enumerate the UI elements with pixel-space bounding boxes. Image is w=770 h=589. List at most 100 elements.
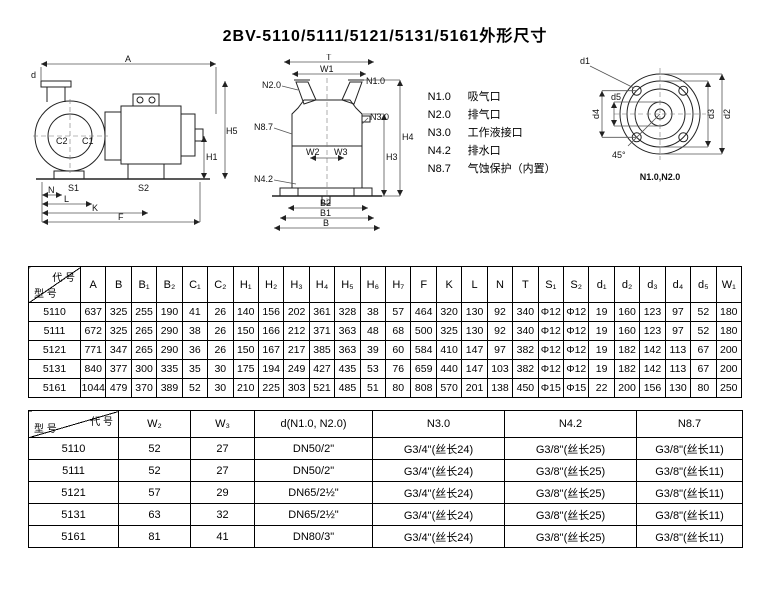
value-cell: 113 — [664, 359, 692, 379]
value-cell: 265 — [130, 340, 158, 360]
value-cell: 140 — [232, 302, 259, 322]
value-cell: 22 — [588, 378, 615, 398]
value-cell: 29 — [190, 481, 255, 504]
legend-label: 吸气口 — [467, 91, 501, 103]
value-cell: 210 — [232, 378, 259, 398]
value-cell: 320 — [435, 302, 463, 322]
value-cell: 27 — [190, 437, 255, 460]
dim-label-W1: W1 — [320, 64, 334, 74]
column-header: d₁ — [588, 266, 615, 303]
dim-label-H3: H3 — [386, 152, 398, 162]
value-cell: DN65/2½" — [254, 481, 373, 504]
value-cell: 479 — [105, 378, 132, 398]
pump-side-outline — [34, 80, 210, 180]
value-cell: 290 — [156, 321, 183, 341]
page-title: 2BV-5110/5111/5121/5131/5161外形尺寸 — [222, 28, 548, 45]
value-cell: 570 — [435, 378, 463, 398]
column-header: N8.7 — [636, 410, 743, 438]
dim-label-B: B — [323, 218, 329, 228]
value-cell: 57 — [385, 302, 412, 322]
column-header: W₂ — [118, 410, 191, 438]
value-cell: 30 — [207, 359, 234, 379]
model-cell: 5121 — [28, 340, 81, 360]
value-cell: G3/8"(丝长11) — [636, 481, 743, 504]
value-cell: Φ15 — [537, 378, 565, 398]
value-cell: G3/8"(丝长25) — [504, 437, 637, 460]
value-cell: 36 — [181, 340, 209, 360]
dimension-lines — [274, 59, 404, 231]
column-header: d₄ — [664, 266, 692, 303]
value-cell: 201 — [461, 378, 488, 398]
dim-label-L: L — [64, 194, 69, 204]
value-cell: 52 — [118, 437, 191, 460]
corner-header: 代 号 型 号 — [28, 266, 81, 303]
column-header: d₅ — [690, 266, 717, 303]
value-cell: 26 — [207, 302, 234, 322]
value-cell: Φ12 — [563, 359, 590, 379]
corner-bottom-label: 型 号 — [34, 424, 57, 435]
dim-label-A: A — [125, 54, 131, 64]
column-header: d₃ — [639, 266, 666, 303]
value-cell: 41 — [181, 302, 209, 322]
column-header: W₁ — [715, 266, 743, 303]
value-cell: 92 — [486, 321, 514, 341]
value-cell: 255 — [130, 302, 158, 322]
ports-label: N1.0,N2.0 — [640, 172, 681, 182]
model-cell: 5110 — [28, 302, 81, 322]
value-cell: DN50/2" — [254, 437, 373, 460]
corner-header: 代 号 型 号 — [28, 410, 119, 438]
dim-label-T: T — [326, 54, 332, 62]
dim-label-N: N — [48, 185, 55, 195]
value-cell: 156 — [639, 378, 666, 398]
column-header: L — [461, 266, 488, 303]
column-header: S₂ — [563, 266, 590, 303]
legend-label: 排水口 — [467, 145, 501, 157]
corner-bottom-label: 型 号 — [34, 289, 57, 300]
value-cell: 363 — [334, 321, 361, 341]
value-cell: 385 — [308, 340, 336, 360]
value-cell: 103 — [486, 359, 514, 379]
value-cell: 39 — [359, 340, 387, 360]
value-cell: 363 — [334, 340, 361, 360]
value-cell: 38 — [181, 321, 209, 341]
value-cell: 19 — [588, 340, 615, 360]
value-cell: 325 — [435, 321, 463, 341]
column-header: H₆ — [359, 266, 387, 303]
value-cell: G3/4"(丝长24) — [372, 525, 505, 548]
value-cell: 328 — [334, 302, 361, 322]
value-cell: 147 — [461, 340, 488, 360]
dim-label-S2: S2 — [138, 183, 149, 193]
centerlines — [33, 99, 108, 173]
column-header: H₇ — [385, 266, 412, 303]
centerlines — [613, 68, 706, 160]
pump-front-outline — [272, 79, 383, 205]
column-header: W₃ — [190, 410, 255, 438]
column-header: d(N1.0, N2.0) — [254, 410, 373, 438]
dim-label-H4: H4 — [402, 132, 414, 142]
model-cell: 5131 — [28, 503, 119, 526]
value-cell: 166 — [257, 321, 285, 341]
column-header: F — [410, 266, 437, 303]
dim-label-d5: d5 — [611, 92, 621, 102]
end-view-drawing: d1 d4 d5 d3 d2 45° N1.0,N2.0 — [580, 56, 732, 182]
value-cell: 113 — [664, 340, 692, 360]
value-cell: 68 — [385, 321, 412, 341]
value-cell: 435 — [334, 359, 361, 379]
corner-top-label: 代 号 — [90, 417, 113, 428]
value-cell: 464 — [410, 302, 437, 322]
value-cell: G3/8"(丝长25) — [504, 481, 637, 504]
value-cell: 200 — [613, 378, 641, 398]
value-cell: 521 — [308, 378, 336, 398]
value-cell: 325 — [105, 321, 132, 341]
column-header: C₂ — [207, 266, 234, 303]
value-cell: 67 — [690, 359, 717, 379]
